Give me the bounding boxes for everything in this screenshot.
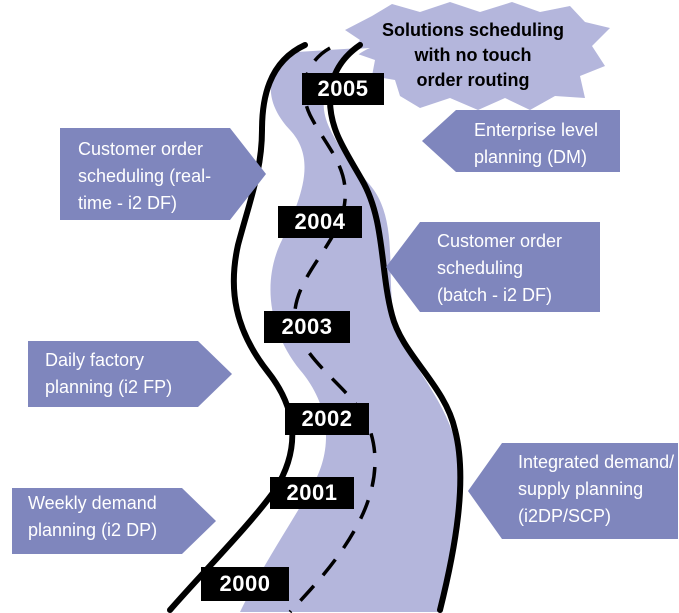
year-label-2000: 2000 <box>201 567 289 601</box>
initiative-arrow-daily-factory <box>28 341 232 407</box>
initiative-text-enterprise-planning: Enterprise level planning (DM) <box>474 120 599 167</box>
year-label-2004: 2004 <box>278 206 362 238</box>
initiative-text-order-scheduling-batch: Customer order scheduling (batch - i2 DF… <box>437 231 563 305</box>
initiative-text-order-scheduling-realtime: Customer order scheduling (real- time - … <box>78 139 212 213</box>
initiative-arrow-integrated-demand-supply <box>468 443 678 539</box>
initiative-text-integrated-demand-supply: Integrated demand/ supply planning (i2DP… <box>518 452 675 526</box>
year-label-2005: 2005 <box>302 73 384 105</box>
year-label-2002: 2002 <box>285 403 369 435</box>
goal-burst <box>345 2 610 110</box>
initiative-text-daily-factory: Daily factory planning (i2 FP) <box>45 350 173 397</box>
road-surface <box>240 48 461 612</box>
year-label-2003: 2003 <box>264 311 350 343</box>
year-label-2001: 2001 <box>270 477 354 509</box>
initiative-arrow-weekly-demand <box>12 488 216 554</box>
initiative-text-weekly-demand: Weekly demand planning (i2 DP) <box>28 493 158 540</box>
initiative-arrow-enterprise-planning <box>422 110 620 172</box>
initiative-arrow-order-scheduling-realtime <box>60 128 266 220</box>
goal-text: Solutions scheduling with no touch order… <box>381 20 564 90</box>
road-center-line <box>288 46 377 613</box>
road-left-edge <box>167 42 308 613</box>
initiative-arrow-order-scheduling-batch <box>386 222 600 312</box>
